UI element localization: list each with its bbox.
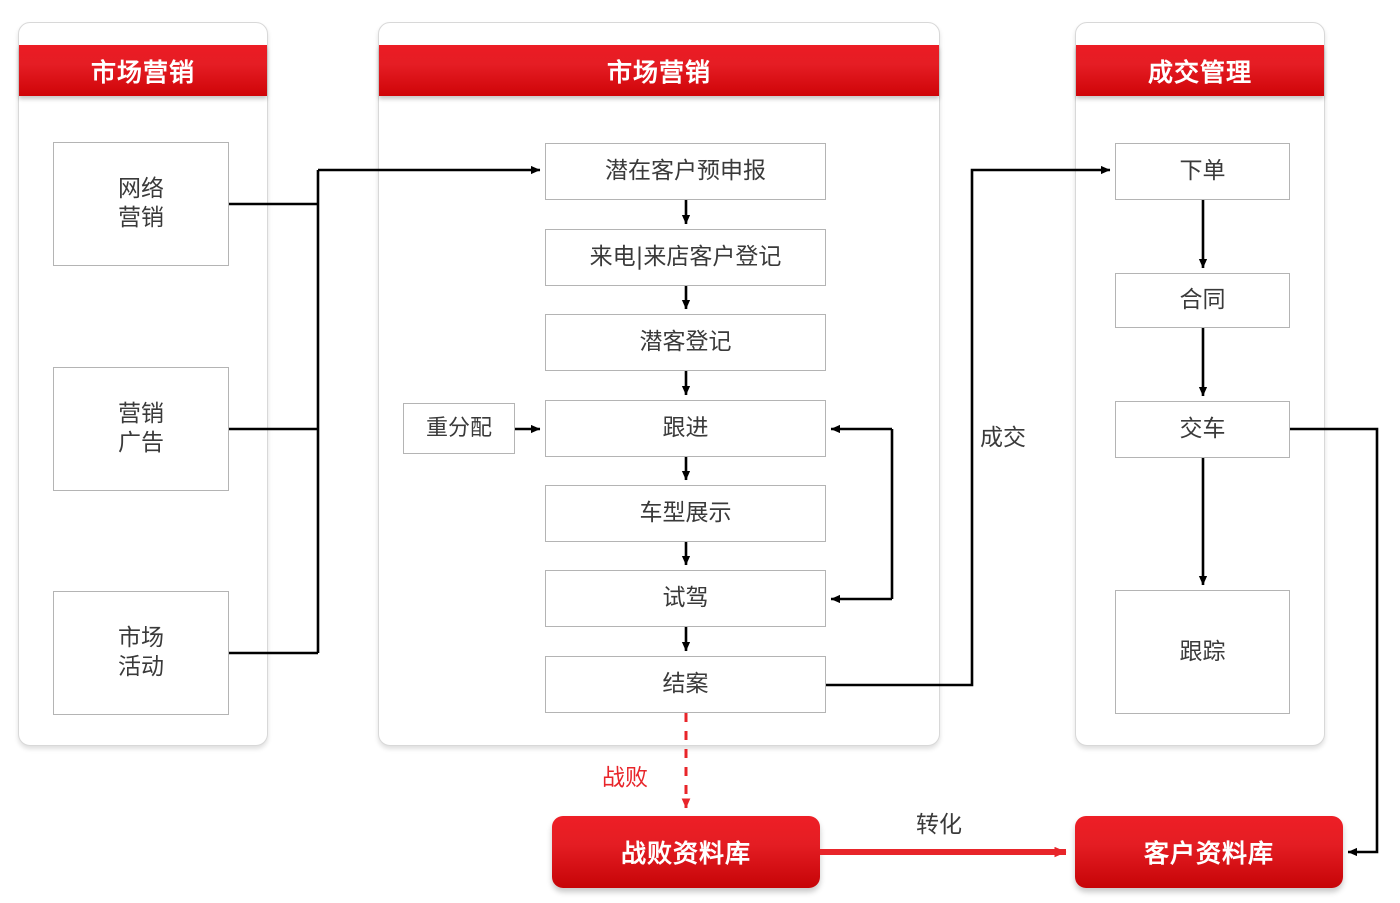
edge-label-lost-text: 战败 <box>602 765 648 791</box>
db-customers[interactable]: 客户资料库 <box>1075 816 1343 888</box>
node-online-marketing[interactable]: 网络 营销 <box>53 142 229 266</box>
node-follow-up[interactable]: 跟进 <box>545 400 826 457</box>
node-reassign[interactable]: 重分配 <box>403 403 515 454</box>
lane-marketing-center: 市场营销 <box>378 22 940 746</box>
db-lost-customers[interactable]: 战败资料库 <box>552 816 820 888</box>
node-market-events[interactable]: 市场 活动 <box>53 591 229 715</box>
lane-deal-management-header-label: 成交管理 <box>1147 57 1252 87</box>
node-model-display-label: 车型展示 <box>639 500 732 527</box>
lane-marketing-left-header: 市场营销 <box>19 45 267 96</box>
node-place-order-label: 下单 <box>1179 158 1226 185</box>
lane-deal-management-header: 成交管理 <box>1076 45 1324 96</box>
node-lead-register[interactable]: 潜客登记 <box>545 314 826 371</box>
node-test-drive-label: 试驾 <box>662 585 709 612</box>
node-follow-up-label: 跟进 <box>662 415 709 442</box>
node-marketing-ads-label: 营销 广告 <box>118 401 164 456</box>
node-marketing-ads[interactable]: 营销 广告 <box>53 367 229 491</box>
node-delivery-label: 交车 <box>1179 416 1226 443</box>
node-tracking[interactable]: 跟踪 <box>1115 590 1290 714</box>
node-place-order[interactable]: 下单 <box>1115 143 1290 200</box>
node-contract[interactable]: 合同 <box>1115 273 1290 328</box>
db-customers-label: 客户资料库 <box>1143 839 1274 868</box>
lane-marketing-center-header: 市场营销 <box>379 45 939 96</box>
node-case-close-label: 结案 <box>662 671 709 698</box>
node-model-display[interactable]: 车型展示 <box>545 485 826 542</box>
node-prospect-pre-declare-label: 潜在客户预申报 <box>605 158 766 185</box>
edge-label-converted: 转化 <box>916 805 962 839</box>
node-tracking-label: 跟踪 <box>1179 638 1226 665</box>
edge-label-deal: 成交 <box>980 418 1026 452</box>
node-market-events-label: 市场 活动 <box>118 625 164 680</box>
lane-marketing-center-header-label: 市场营销 <box>606 57 711 87</box>
node-call-visit-register[interactable]: 来电|来店客户登记 <box>545 229 826 286</box>
edge-label-deal-text: 成交 <box>980 425 1026 451</box>
lane-marketing-left-header-label: 市场营销 <box>90 57 195 87</box>
node-contract-label: 合同 <box>1179 287 1226 314</box>
node-delivery[interactable]: 交车 <box>1115 401 1290 458</box>
node-online-marketing-label: 网络 营销 <box>118 176 164 231</box>
db-lost-customers-label: 战败资料库 <box>620 839 751 868</box>
node-test-drive[interactable]: 试驾 <box>545 570 826 627</box>
node-case-close[interactable]: 结案 <box>545 656 826 713</box>
node-lead-register-label: 潜客登记 <box>639 329 732 356</box>
edge-label-converted-text: 转化 <box>916 812 962 838</box>
node-call-visit-register-label: 来电|来店客户登记 <box>589 244 782 271</box>
edge-label-lost: 战败 <box>602 758 648 792</box>
node-prospect-pre-declare[interactable]: 潜在客户预申报 <box>545 143 826 200</box>
node-reassign-label: 重分配 <box>425 415 492 441</box>
